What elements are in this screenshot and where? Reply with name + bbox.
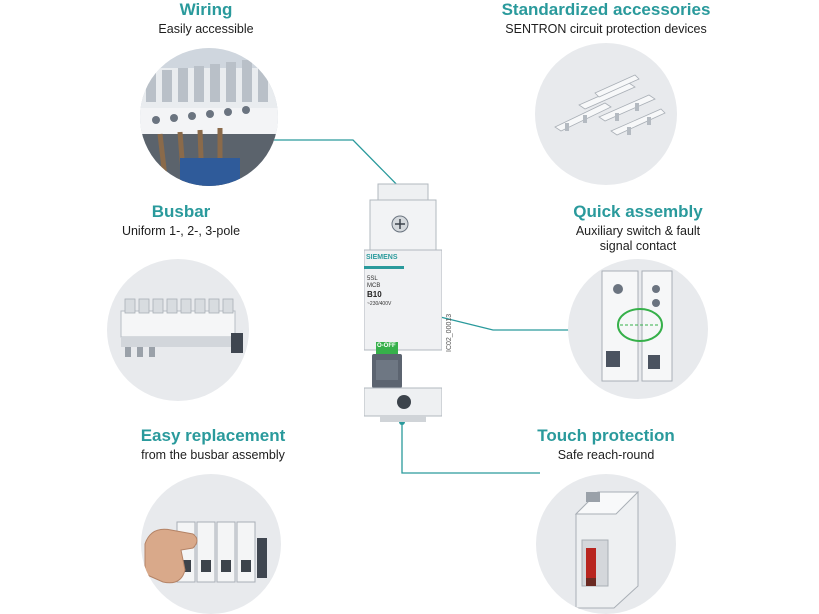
assembly-subtitle-line2: signal contact bbox=[599, 239, 677, 253]
busbar-subtitle: Uniform 1-, 2-, 3-pole bbox=[121, 224, 241, 238]
device-model-line1: 5SL bbox=[367, 276, 378, 282]
wiring-image bbox=[140, 48, 278, 186]
wiring-title: Wiring bbox=[179, 0, 233, 19]
replacement-title: Easy replacement bbox=[140, 426, 286, 445]
touch-image bbox=[536, 474, 676, 614]
connector-wiring bbox=[271, 139, 409, 197]
accessories-title: Standardized accessories bbox=[501, 0, 711, 19]
replacement-image bbox=[141, 474, 281, 614]
touch-title: Touch protection bbox=[537, 426, 675, 445]
device-rating: B10 bbox=[367, 290, 382, 299]
device-side-code: IC02_00013 bbox=[446, 313, 453, 352]
assembly-title: Quick assembly bbox=[573, 202, 703, 221]
accessories-image bbox=[535, 43, 677, 185]
device-state-label: O-OFF bbox=[377, 343, 396, 349]
accessories-subtitle: SENTRON circuit protection devices bbox=[505, 22, 707, 36]
busbar-title: Busbar bbox=[151, 202, 211, 221]
device-brand: SIEMENS bbox=[366, 254, 398, 261]
wiring-subtitle: Easily accessible bbox=[158, 22, 254, 36]
assembly-subtitle-line1: Auxiliary switch & fault bbox=[575, 224, 701, 238]
connector-touch bbox=[401, 422, 540, 474]
mcb-device bbox=[364, 180, 442, 422]
device-voltage: ~230/400V bbox=[367, 301, 392, 307]
replacement-subtitle: from the busbar assembly bbox=[141, 448, 285, 462]
device-model-line2: MCB bbox=[367, 283, 381, 289]
assembly-image bbox=[568, 259, 708, 399]
touch-subtitle: Safe reach-round bbox=[557, 448, 655, 462]
busbar-image bbox=[107, 259, 249, 401]
